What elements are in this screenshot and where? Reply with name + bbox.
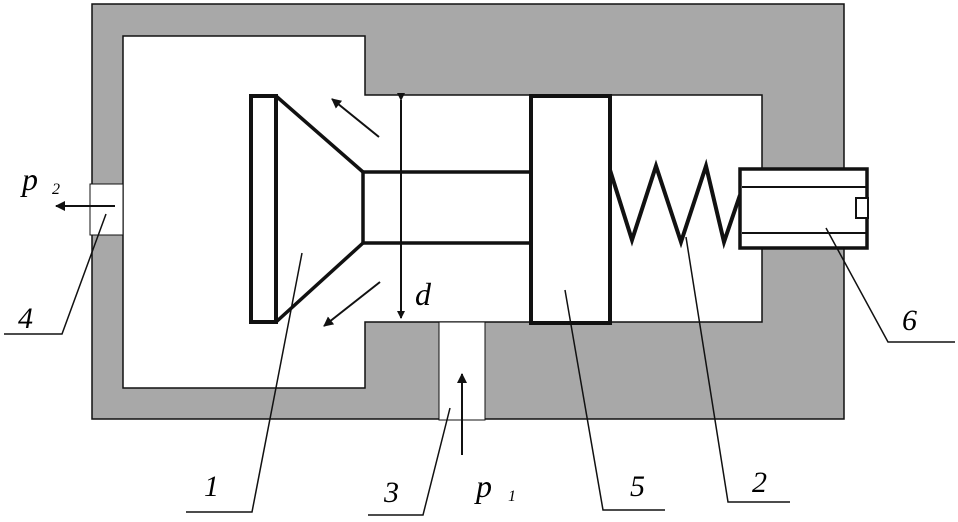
outlet-pressure-subscript: 2 xyxy=(52,181,60,198)
flow-arrow-upper xyxy=(331,98,380,138)
diameter-label: d xyxy=(415,276,432,312)
inlet-pressure-label: p xyxy=(474,468,492,504)
adjusting-screw-tip xyxy=(855,197,869,219)
poppet-disc xyxy=(249,94,278,324)
leader-line-4 xyxy=(4,213,107,335)
part-label-2: 2 xyxy=(752,466,767,499)
outlet-port xyxy=(89,183,124,236)
spring xyxy=(608,158,742,250)
leader-line-2 xyxy=(685,236,790,503)
part-label-1: 1 xyxy=(204,470,219,503)
poppet-stem xyxy=(361,170,533,245)
part-label-3: 3 xyxy=(383,476,399,509)
leader-line-6 xyxy=(825,227,955,343)
leader-line-3 xyxy=(368,407,451,516)
part-label-6: 6 xyxy=(902,304,917,337)
adjusting-screw xyxy=(738,167,869,250)
flow-arrow-lower xyxy=(323,281,381,327)
leader-line-5 xyxy=(564,289,665,511)
part-label-4: 4 xyxy=(18,302,33,335)
inlet-pressure-subscript: 1 xyxy=(508,488,516,505)
piston xyxy=(529,94,612,325)
part-label-5: 5 xyxy=(630,470,645,503)
leader-line-1 xyxy=(186,252,303,513)
outlet-pressure-label: p xyxy=(20,161,38,197)
